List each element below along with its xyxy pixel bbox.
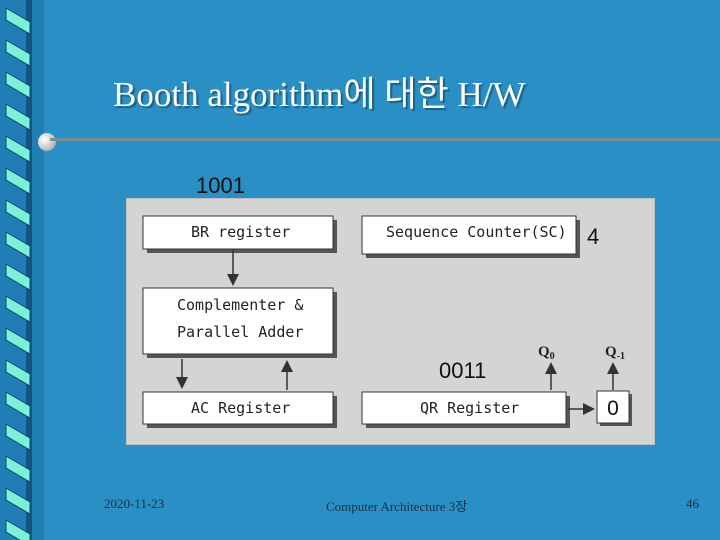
q-minus1-value: 0 [607,397,619,420]
q0-label: Q0 [538,344,555,362]
slide-title: Booth algorithm에 대한 H/W [113,66,526,117]
complementer-label-line1: Complementer & [177,296,303,314]
br-value-note: 1001 [196,173,245,199]
title-rule-knob [38,133,56,151]
qr-value: 0011 [439,358,486,383]
q-minus1-label: Q-1 [605,344,625,362]
binder-decoration [0,0,90,540]
booth-hardware-diagram: BR register Sequence Counter(SC) Complem… [127,199,654,444]
title-underline [50,138,720,141]
footer-page-number: 46 [686,496,699,512]
sc-value: 4 [587,224,599,249]
ac-register-label: AC Register [191,399,290,417]
complementer-label-line2: Parallel Adder [177,323,303,341]
qr-register-label: QR Register [420,399,519,417]
footer-date: 2020-11-23 [104,496,164,512]
br-register-label: BR register [191,223,290,241]
sequence-counter-label: Sequence Counter(SC) [386,223,567,241]
footer-course: Computer Architecture 3장 [326,496,467,515]
